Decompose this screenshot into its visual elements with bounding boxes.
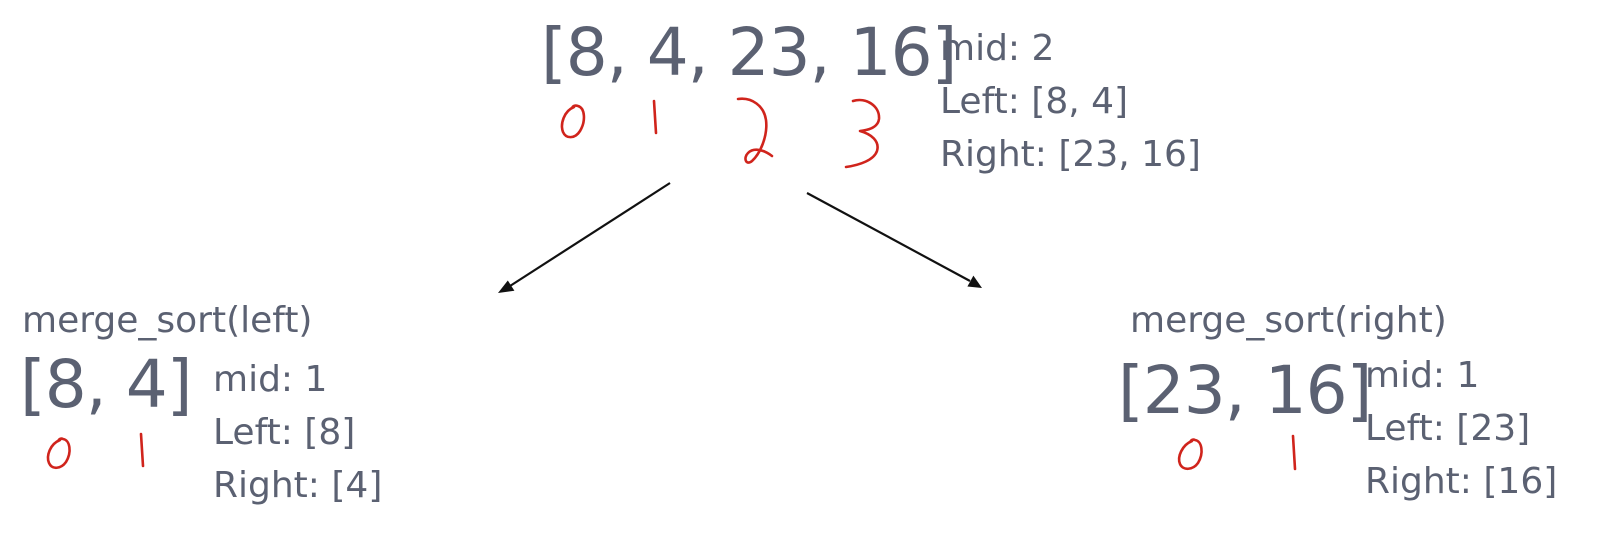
right-right-label: Right: [16]	[1365, 461, 1558, 502]
top-split-info: mid: 2 Left: [8, 4] Right: [23, 16]	[940, 22, 1201, 181]
top-index-annotations	[560, 97, 881, 169]
left-array: [8, 4]	[20, 346, 192, 423]
left-index-1	[139, 432, 145, 468]
top-index-2	[736, 97, 774, 164]
left-right-label: Right: [4]	[213, 465, 383, 506]
left-mid-label: mid: 1	[213, 359, 328, 400]
top-index-0	[560, 104, 586, 139]
top-index-3	[844, 98, 881, 169]
left-left-label: Left: [8]	[213, 412, 356, 453]
top-array: [8, 4, 23, 16]	[541, 14, 957, 91]
left-call-label: merge_sort(left)	[22, 300, 313, 341]
right-split-info: mid: 1 Left: [23] Right: [16]	[1365, 349, 1557, 508]
left-index-annotations	[46, 432, 145, 470]
left-index-0	[46, 437, 71, 470]
top-index-1	[652, 99, 658, 135]
right-index-0	[1177, 438, 1203, 471]
arrow-to-left	[498, 182, 671, 293]
right-array: [23, 16]	[1118, 352, 1372, 429]
left-split-info: mid: 1 Left: [8] Right: [4]	[213, 353, 382, 512]
right-call-label: merge_sort(right)	[1130, 300, 1447, 341]
right-index-annotations	[1177, 434, 1297, 471]
arrow-to-right	[806, 192, 982, 288]
right-mid-label: mid: 1	[1365, 355, 1480, 396]
top-left-label: Left: [8, 4]	[940, 81, 1129, 122]
top-right-label: Right: [23, 16]	[940, 134, 1201, 175]
right-index-1	[1291, 434, 1297, 471]
top-mid-label: mid: 2	[940, 28, 1055, 69]
right-left-label: Left: [23]	[1365, 408, 1531, 449]
